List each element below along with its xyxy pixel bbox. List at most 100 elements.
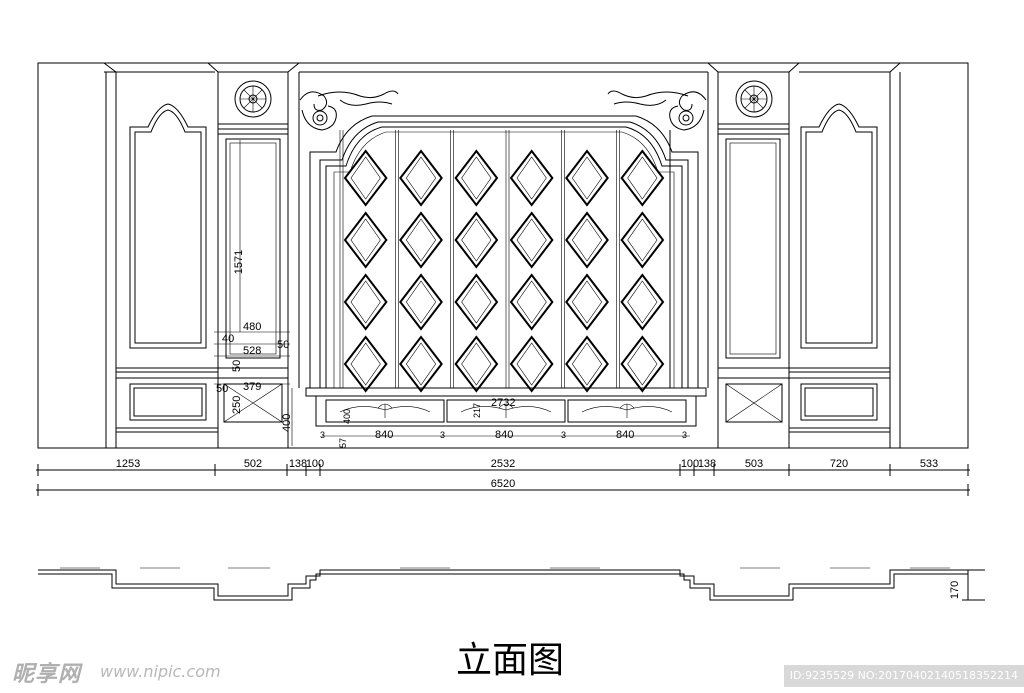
dim-6520: 6520 <box>491 478 515 490</box>
dim-100-right: 100 <box>681 458 699 470</box>
dim-503: 503 <box>745 458 763 470</box>
lattice-diamond-inner <box>627 280 658 324</box>
dim-1571: 1571 <box>233 250 245 274</box>
dim-250: 250 <box>231 396 243 414</box>
lattice-diamond-inner <box>461 156 492 200</box>
dim-40: 40 <box>222 333 234 345</box>
lattice-diamond-inner <box>516 156 547 200</box>
lattice-diamond <box>509 149 554 207</box>
lattice-diamond-inner <box>461 280 492 324</box>
lattice-diamond <box>620 273 665 331</box>
lattice-diamond <box>509 211 554 269</box>
bottom-dimension-chain: 1253 502 138 100 2532 100 138 503 720 53… <box>36 458 970 496</box>
lattice-diamond <box>343 211 388 269</box>
dim-3-b: 3 <box>440 430 445 440</box>
lattice-diamond <box>454 211 499 269</box>
lattice-diamond <box>620 211 665 269</box>
right-outer-panel <box>789 72 901 448</box>
left-outer-panel <box>105 72 218 448</box>
lattice-diamond <box>454 273 499 331</box>
lattice-diamond-inner <box>571 218 603 262</box>
lattice-diamond <box>565 273 609 331</box>
lattice-diamond-inner <box>350 342 381 386</box>
dim-528: 528 <box>243 345 261 357</box>
lattice-diamond-inner <box>350 218 381 262</box>
dim-217: 217 <box>472 403 482 418</box>
lattice-diamond-inner <box>405 156 437 200</box>
lattice-diamond-inner <box>461 342 492 386</box>
dim-50-b: 50 <box>231 360 243 372</box>
diamond-lattice <box>339 130 671 393</box>
lattice-diamond <box>565 335 609 393</box>
lattice-diamond <box>620 149 665 207</box>
right-marble-panel <box>725 138 781 359</box>
lattice-diamond-inner <box>405 342 437 386</box>
dim-138-right: 138 <box>698 458 716 470</box>
lattice-diamond <box>509 335 554 393</box>
left-pillar-dimensions: 1571 480 40 528 50 50 50 379 250 400 <box>214 140 293 446</box>
lattice-diamond <box>399 335 443 393</box>
left-rosette-icon <box>234 80 272 118</box>
dim-840-c: 840 <box>616 429 634 441</box>
dim-840-b: 840 <box>495 429 513 441</box>
lattice-diamond <box>565 149 609 207</box>
lattice-diamond-inner <box>627 342 658 386</box>
lattice-diamond-inner <box>627 156 658 200</box>
lattice-diamond <box>399 149 443 207</box>
right-scroll-ornament-icon <box>607 90 707 131</box>
lattice-diamond-inner <box>571 342 603 386</box>
right-pillar <box>717 72 790 448</box>
center-arch-frame <box>298 72 709 388</box>
lattice-diamond-inner <box>461 218 492 262</box>
top-cornice <box>103 62 901 73</box>
lattice-diamond <box>343 149 388 207</box>
dim-400-bench: 400 <box>342 409 352 424</box>
lattice-diamond <box>343 273 388 331</box>
dim-1253: 1253 <box>116 458 140 470</box>
dim-100-left: 100 <box>306 458 324 470</box>
watermark-url: www.nipic.com <box>100 662 221 681</box>
page-title: 立面图 <box>456 640 564 681</box>
lattice-diamond <box>620 335 665 393</box>
dim-2532: 2532 <box>491 458 515 470</box>
dim-57: 57 <box>338 438 348 448</box>
dim-3-c: 3 <box>561 430 566 440</box>
dim-840-a: 840 <box>375 429 393 441</box>
dim-2732: 2732 <box>491 397 515 409</box>
dim-50-c: 50 <box>216 383 228 395</box>
center-bench <box>305 387 707 427</box>
left-scroll-ornament-icon <box>299 90 399 131</box>
bench-dimensions: 2732 217 400 57 840 840 840 3 3 3 3 <box>320 397 690 448</box>
watermark-id: ID:9235529 NO:20170402140518352214 <box>783 665 1024 687</box>
lattice-diamond-inner <box>571 156 603 200</box>
left-marble-panel <box>225 138 281 359</box>
dim-400-left: 400 <box>281 414 293 432</box>
lattice-diamond-inner <box>516 342 547 386</box>
dim-3-a: 3 <box>320 430 325 440</box>
lattice-diamond-inner <box>516 218 547 262</box>
lattice-diamond <box>454 149 499 207</box>
dim-170: 170 <box>949 581 961 599</box>
watermark-site: 昵享网 <box>12 662 82 687</box>
plan-section: 170 <box>38 567 985 601</box>
lattice-diamond-inner <box>405 218 437 262</box>
dim-138-left: 138 <box>289 458 307 470</box>
wall-outline <box>37 62 969 449</box>
lattice-diamond-inner <box>350 156 381 200</box>
lattice-diamond <box>454 335 499 393</box>
lattice-diamond <box>399 273 443 331</box>
dim-480: 480 <box>243 321 261 333</box>
lattice-diamond <box>343 335 388 393</box>
lattice-diamond <box>399 211 443 269</box>
lattice-diamond <box>565 211 609 269</box>
dim-3-d: 3 <box>682 430 687 440</box>
dim-720: 720 <box>830 458 848 470</box>
dim-502: 502 <box>244 458 262 470</box>
dim-533: 533 <box>920 458 938 470</box>
lattice-diamond-inner <box>516 280 547 324</box>
lattice-diamond-inner <box>571 280 603 324</box>
dim-379: 379 <box>243 381 261 393</box>
lattice-diamond-inner <box>405 280 437 324</box>
lattice-diamond-inner <box>627 218 658 262</box>
